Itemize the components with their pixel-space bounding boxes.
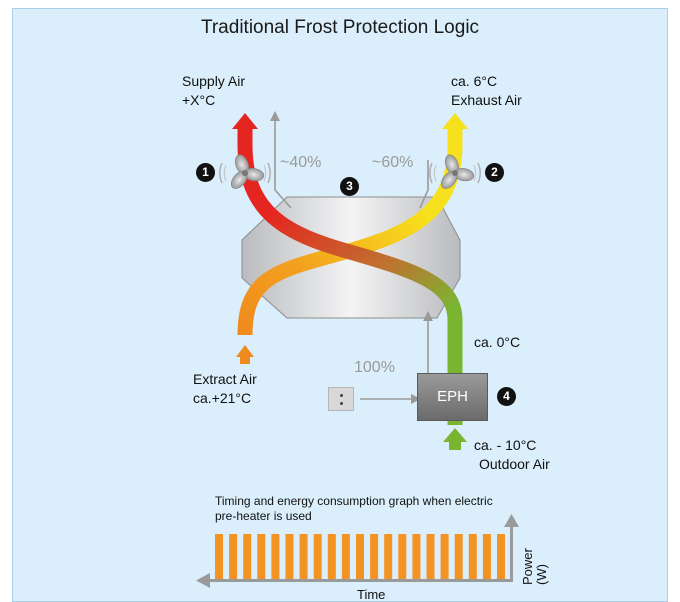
outdoor-arrow bbox=[443, 428, 467, 442]
power-pulse bbox=[285, 534, 294, 579]
power-pulse bbox=[468, 534, 477, 579]
power-pulse bbox=[215, 534, 223, 579]
extract-air-label: Extract Air bbox=[193, 371, 257, 387]
supply-percent: ~40% bbox=[280, 154, 322, 171]
power-axis-label: Power (W) bbox=[520, 548, 549, 585]
power-pulse bbox=[341, 534, 350, 579]
power-pulse bbox=[243, 534, 252, 579]
power-pulse bbox=[356, 534, 364, 579]
power-pulse bbox=[482, 534, 491, 579]
power-pulses bbox=[215, 534, 505, 579]
fan-icon bbox=[219, 154, 271, 189]
fan-icon bbox=[429, 154, 481, 189]
exhaust-arrow bbox=[442, 113, 468, 129]
bypass-arrowheads bbox=[270, 111, 433, 404]
power-pulse bbox=[313, 534, 322, 579]
marker-1: 1 bbox=[196, 163, 215, 182]
bypass-lines bbox=[274, 120, 429, 400]
power-pulse bbox=[440, 534, 449, 579]
outdoor-air-label: Outdoor Air bbox=[479, 456, 550, 472]
power-pulse bbox=[454, 534, 463, 579]
preheated-temp-label: ca. 0°C bbox=[474, 334, 521, 350]
exhaust-percent: ~60% bbox=[372, 154, 414, 171]
power-pulse bbox=[299, 534, 308, 579]
supply-arrow bbox=[232, 113, 258, 129]
socket-icon bbox=[328, 387, 354, 411]
extract-arrow-stem bbox=[240, 357, 250, 364]
exhaust-temp-label: ca. 6°C bbox=[451, 73, 498, 89]
outdoor-temp-label: ca. - 10°C bbox=[474, 437, 537, 453]
diagram-title: Traditional Frost Protection Logic bbox=[200, 17, 480, 38]
power-pulse bbox=[398, 534, 407, 579]
power-pulse bbox=[497, 534, 505, 579]
outdoor-arrow-stem bbox=[449, 442, 461, 450]
extract-arrow bbox=[236, 345, 254, 357]
power-pulse bbox=[271, 534, 280, 579]
marker-4: 4 bbox=[497, 387, 516, 406]
electric-preheater: EPH bbox=[417, 373, 488, 421]
marker-2: 2 bbox=[485, 163, 504, 182]
marker-3: 3 bbox=[340, 177, 359, 196]
power-pulse bbox=[229, 534, 238, 579]
power-pulse bbox=[327, 534, 336, 579]
power-pulse bbox=[412, 534, 421, 579]
outdoor-supply-flow bbox=[237, 128, 463, 425]
graph-caption: Timing and energy consumption graph when… bbox=[215, 494, 493, 523]
supply-air-label: Supply Air bbox=[182, 73, 246, 89]
supply-temp-label: +X°C bbox=[182, 92, 216, 108]
power-pulse bbox=[426, 534, 435, 579]
power-pulse bbox=[384, 534, 393, 579]
power-percent: 100% bbox=[354, 359, 395, 376]
graph-axes bbox=[196, 514, 519, 588]
power-pulse bbox=[370, 534, 379, 579]
extract-temp-label: ca.+21°C bbox=[193, 390, 252, 406]
exhaust-air-label: Exhaust Air bbox=[451, 92, 522, 108]
power-pulse bbox=[257, 534, 266, 579]
time-axis-label: Time bbox=[357, 587, 386, 602]
